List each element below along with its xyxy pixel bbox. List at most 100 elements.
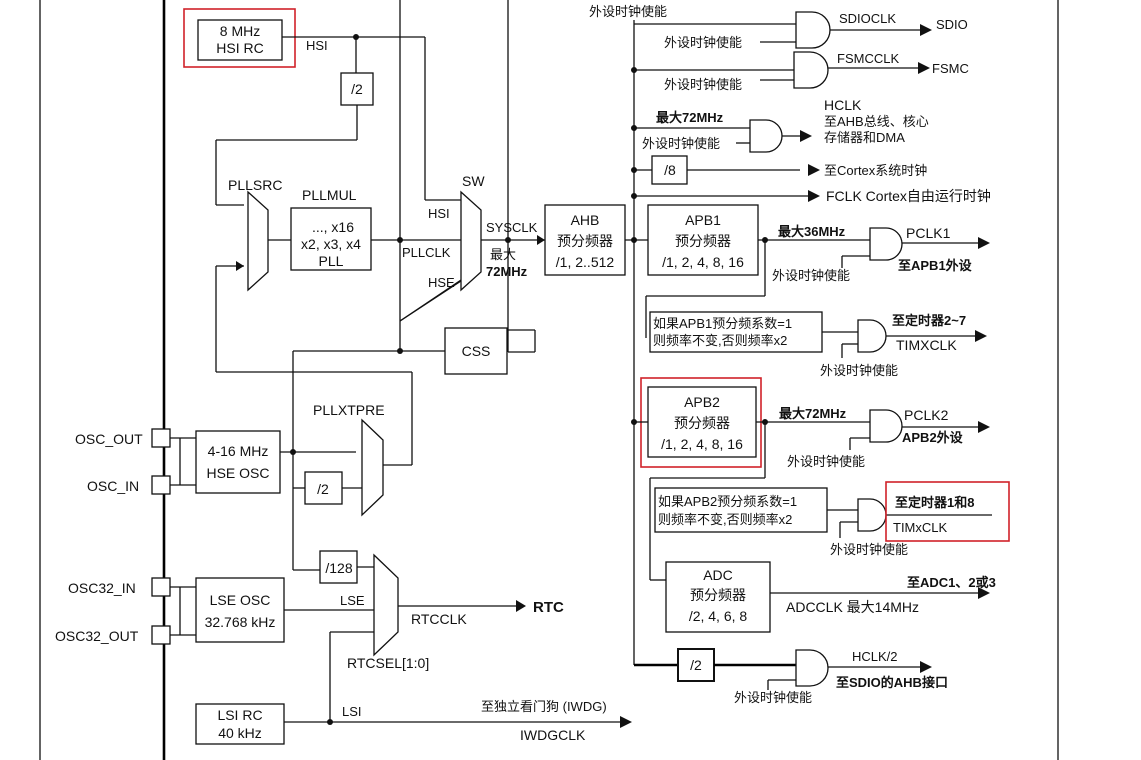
pclk2-and-gate — [869, 409, 903, 443]
pclk1-and-gate — [869, 227, 903, 261]
periph-enable-tim18: 外设时钟使能 — [830, 542, 908, 557]
apb2-note-2: 则频率不变,否则频率x2 — [658, 512, 792, 527]
periph-enable-apb1: 外设时钟使能 — [772, 268, 850, 283]
pclk2-dest-label: APB2外设 — [902, 430, 964, 445]
hsi-div2-label: /2 — [351, 81, 363, 97]
adc-dest-label: 至ADC1、2或3 — [907, 575, 996, 590]
hse-div128-box — [319, 550, 358, 584]
apb1-note-2: 则频率不变,否则频率x2 — [653, 333, 787, 348]
pll-box — [290, 207, 372, 271]
cortex-div8-box — [651, 155, 688, 185]
periph-enable-apb2: 外设时钟使能 — [787, 454, 865, 469]
apb2-note-1: 如果APB2预分频系数=1 — [658, 494, 797, 509]
css-box — [444, 327, 508, 375]
lsi-rc-freq: 40 kHz — [218, 725, 262, 741]
adcclk-label: ADCCLK 最大14MHz — [786, 599, 919, 615]
pllxtpre-mux — [361, 418, 384, 517]
rtcclk-label: RTCCLK — [411, 611, 467, 627]
hclk-and-gate — [749, 119, 783, 153]
sys-max-label: 最大 — [490, 247, 516, 262]
osc32-out-pin: OSC32_OUT — [55, 628, 139, 644]
periph-enable-fsmc: 外设时钟使能 — [664, 77, 742, 92]
sdio-and-gate — [795, 11, 831, 49]
adc-range: /2, 4, 6, 8 — [689, 608, 748, 624]
apb2-title: APB2 — [684, 394, 720, 410]
apb1-title: APB1 — [685, 212, 721, 228]
iwdg-dest-label: 至独立看门狗 (IWDG) — [481, 699, 607, 714]
rtcsel-mux — [373, 553, 399, 657]
ahb-sub: 预分频器 — [557, 233, 613, 249]
apb2-max-label: 最大72MHz — [779, 406, 847, 421]
lse-osc-freq: 32.768 kHz — [205, 614, 276, 630]
periph-enable-hclk: 外设时钟使能 — [642, 136, 720, 151]
sysclk-label: SYSCLK — [486, 220, 538, 235]
sdioclk-label: SDIOCLK — [839, 11, 896, 26]
css-label: CSS — [462, 343, 491, 359]
hclk2-label: HCLK/2 — [852, 649, 898, 664]
hsi-signal-label: HSI — [306, 38, 328, 53]
lse-signal-label: LSE — [340, 593, 365, 608]
rtcsel-label: RTCSEL[1:0] — [347, 655, 429, 671]
ahb-range: /1, 2..512 — [556, 254, 615, 270]
periph-enable-sdio-ahb: 外设时钟使能 — [734, 690, 812, 705]
osc-in-pin: OSC_IN — [87, 478, 139, 494]
hse-div128-label: /128 — [325, 560, 352, 576]
sdio-ahb-label: 至SDIO的AHB接口 — [836, 675, 948, 690]
timxclk-upper-and-gate — [857, 319, 887, 353]
cortex-div8-label: /8 — [664, 162, 676, 178]
hsi-rc-label: HSI RC — [216, 40, 263, 56]
timer18-label: 至定时器1和8 — [895, 495, 974, 510]
apb1-max-label: 最大36MHz — [778, 224, 846, 239]
timxclk-lower-and-gate — [857, 498, 887, 532]
pllsrc-label: PLLSRC — [228, 177, 282, 193]
ahb-title: AHB — [571, 212, 600, 228]
lsi-rc-box — [195, 703, 285, 745]
pllsrc-mux — [247, 190, 269, 292]
hsi-highlight — [183, 8, 296, 68]
lse-osc-label: LSE OSC — [210, 592, 271, 608]
pll-line2: x2, x3, x4 — [301, 236, 361, 252]
iwdgclk-label: IWDGCLK — [520, 727, 586, 743]
apb1-prescaler-box — [647, 204, 759, 276]
hse-sw-label: HSE — [428, 275, 455, 290]
apb1-sub: 预分频器 — [675, 233, 731, 249]
apb1-timer-note-box — [649, 311, 823, 353]
apb1-note-1: 如果APB1预分频系数=1 — [653, 316, 792, 331]
pllclk-label: PLLCLK — [402, 245, 451, 260]
hse-osc-label: HSE OSC — [206, 465, 269, 481]
sw-mux — [460, 190, 482, 292]
fsmcclk-label: FSMCCLK — [837, 51, 899, 66]
pll-line1: ..., x16 — [312, 219, 354, 235]
osc32-in-pin: OSC32_IN — [68, 580, 136, 596]
pllmul-label: PLLMUL — [302, 187, 357, 203]
fclk-label: FCLK Cortex自由运行时钟 — [826, 188, 991, 204]
hclk-max-label: 最大72MHz — [656, 110, 724, 125]
periph-enable-tim27: 外设时钟使能 — [820, 363, 898, 378]
periph-enable-sdio: 外设时钟使能 — [664, 35, 742, 50]
sdio-div2-label: /2 — [690, 657, 702, 673]
adc-sub: 预分频器 — [690, 587, 746, 603]
rtc-label: RTC — [533, 599, 564, 616]
periph-enable-top: 外设时钟使能 — [589, 4, 667, 19]
apb2-sub: 预分频器 — [674, 415, 730, 431]
pclk2-label: PCLK2 — [904, 407, 949, 423]
hsi-sw-label: HSI — [428, 206, 450, 221]
adc-title: ADC — [703, 567, 733, 583]
fsmc-label: FSMC — [932, 61, 969, 76]
timxclk-upper-label: TIMXCLK — [896, 337, 957, 353]
sw-label: SW — [462, 173, 485, 189]
timer18-highlight — [885, 481, 1010, 542]
lsi-rc-label: LSI RC — [217, 707, 262, 723]
cortex-sys-label: 至Cortex系统时钟 — [824, 163, 927, 178]
apb2-timer-note-box — [654, 487, 828, 533]
apb1-range: /1, 2, 4, 8, 16 — [662, 254, 744, 270]
pllxtpre-label: PLLXTPRE — [313, 402, 385, 418]
timxclk-lower-label: TIMxCLK — [893, 520, 948, 535]
hse-osc-box — [195, 430, 281, 494]
sdio-label: SDIO — [936, 17, 968, 32]
adc-prescaler-box — [665, 561, 771, 633]
hclk-dest-1: 至AHB总线、核心 — [824, 114, 929, 129]
hse-div2-label: /2 — [317, 481, 329, 497]
apb2-range: /1, 2, 4, 8, 16 — [661, 436, 743, 452]
